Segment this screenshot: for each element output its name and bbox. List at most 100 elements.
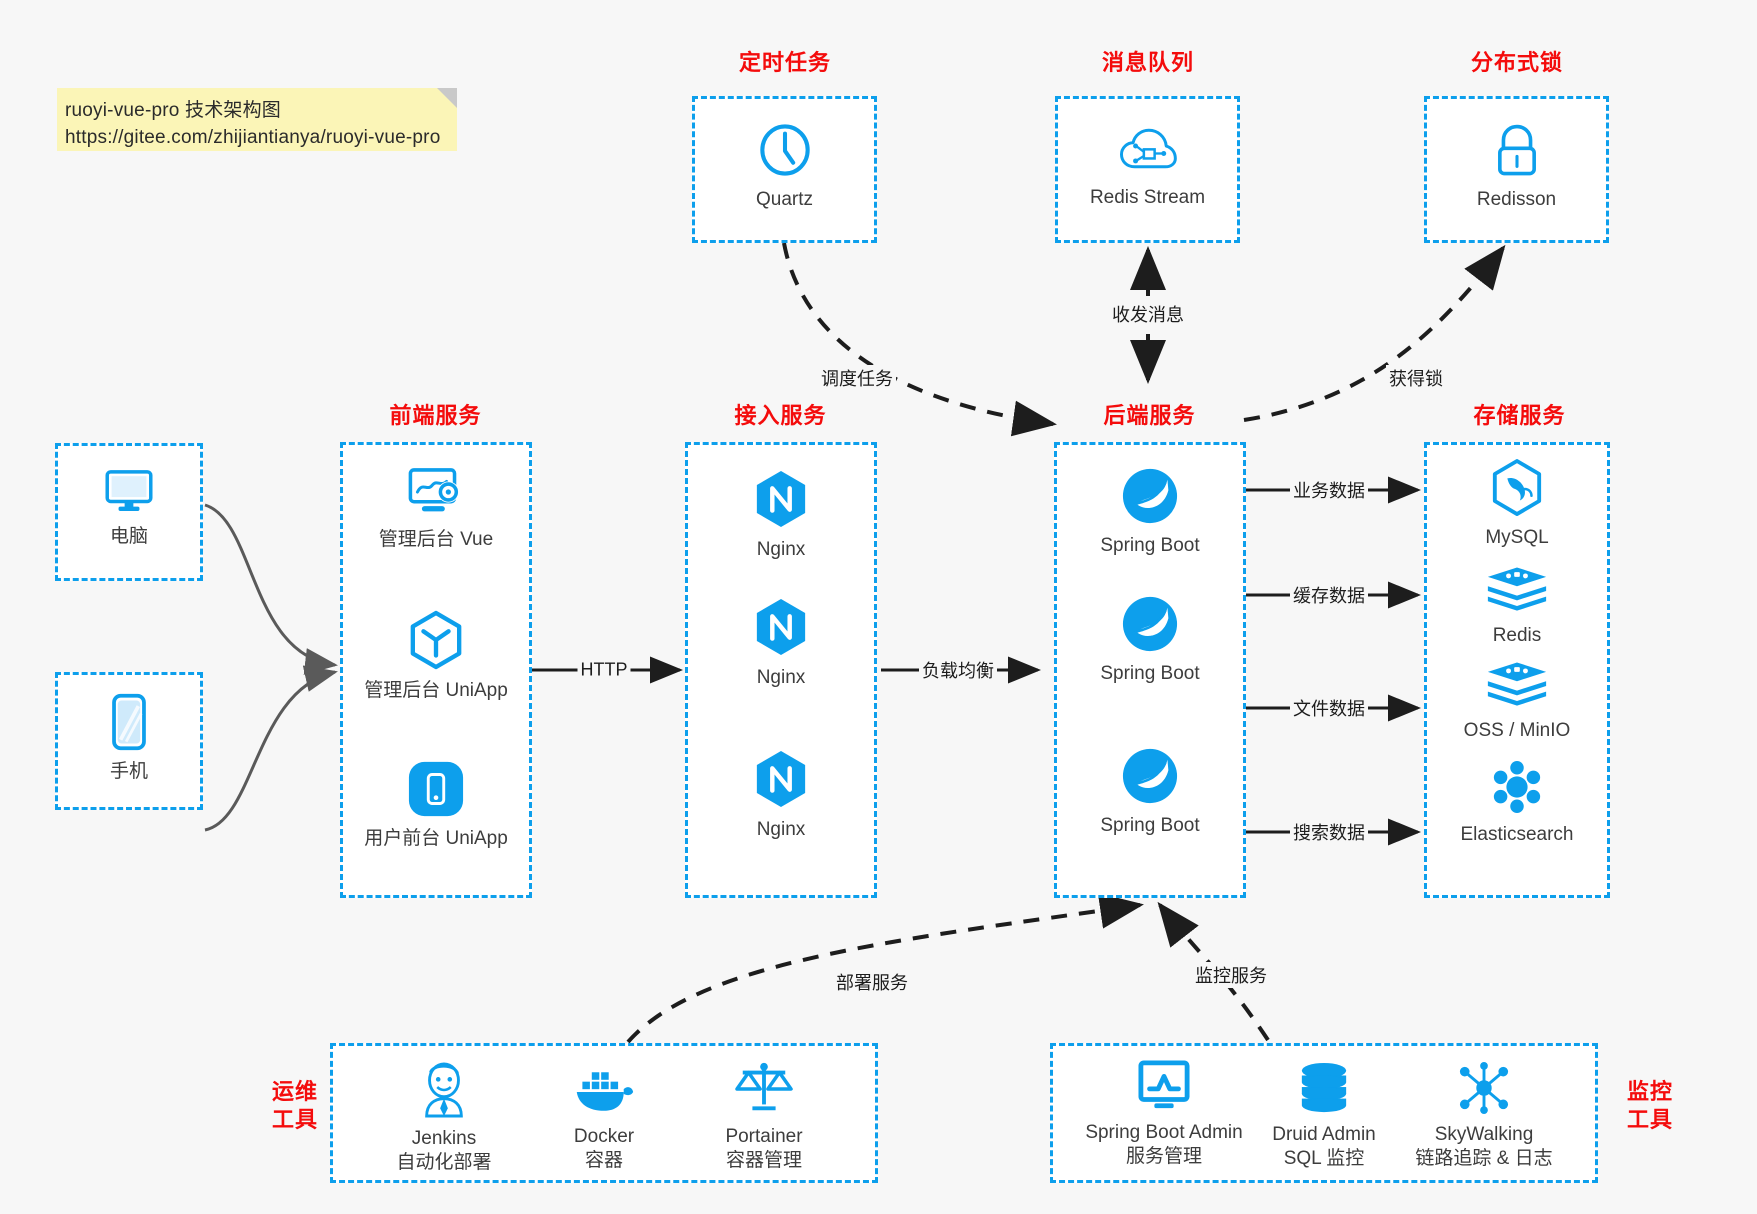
node-spring-boot-3[interactable]: Spring Boot — [1057, 747, 1243, 838]
sticky-note: ruoyi-vue-pro 技术架构图 https://gitee.com/zh… — [57, 88, 457, 151]
node-quartz[interactable]: Quartz — [695, 121, 874, 212]
client-box-desktop: 电脑 — [55, 443, 203, 581]
node-sublabel: 容器管理 — [725, 1150, 802, 1172]
monitor-chart-icon — [1136, 1060, 1192, 1112]
group-title-lock: 分布式锁 — [1470, 50, 1563, 75]
spring-leaf-icon — [1121, 595, 1179, 653]
node-sublabel: 链路追踪 & 日志 — [1415, 1148, 1553, 1170]
node-label: MySQL — [1485, 527, 1549, 548]
jenkins-butler-icon — [417, 1060, 471, 1118]
node-redis[interactable]: Redis — [1427, 565, 1607, 648]
edge-label-http: HTTP — [577, 659, 631, 681]
nginx-icon — [753, 749, 809, 809]
node-label: 管理后台 Vue — [378, 529, 494, 550]
node-portainer[interactable]: Portainer 容器管理 — [493, 1060, 1035, 1174]
nginx-icon — [753, 597, 809, 657]
node-spring-boot-2[interactable]: Spring Boot — [1057, 595, 1243, 686]
node-sublabel: 服务管理 — [1125, 1146, 1202, 1168]
padlock-icon — [1489, 123, 1545, 179]
node-mysql[interactable]: MySQL — [1427, 459, 1607, 550]
node-label: 电脑 — [109, 526, 148, 547]
group-title-frontend: 前端服务 — [389, 403, 482, 428]
group-box-monitor: Spring Boot Admin 服务管理 Druid Admin SQL 监… — [1050, 1043, 1598, 1183]
spring-leaf-icon — [1121, 747, 1179, 805]
node-redis-stream[interactable]: Redis Stream — [1058, 125, 1237, 210]
sticky-note-title: ruoyi-vue-pro 技术架构图 — [65, 100, 282, 121]
node-label: Redisson — [1476, 189, 1557, 210]
group-title-scheduler: 定时任务 — [738, 50, 831, 75]
node-jenkins[interactable]: Jenkins 自动化部署 — [173, 1060, 715, 1176]
node-label: OSS / MinIO — [1463, 720, 1571, 741]
group-title-devops: 运维 工具 — [255, 1078, 335, 1134]
node-label: Redis Stream — [1089, 187, 1206, 208]
node-docker[interactable]: Docker 容器 — [333, 1068, 875, 1174]
node-nginx-2[interactable]: Nginx — [688, 597, 874, 690]
node-nginx-3[interactable]: Nginx — [688, 749, 874, 842]
skywalking-node-icon — [1457, 1062, 1511, 1114]
node-label: Portainer — [725, 1126, 803, 1147]
node-mobile[interactable]: 手机 — [58, 693, 200, 784]
client-box-mobile: 手机 — [55, 672, 203, 810]
group-title-monitor-line1: 监控 — [1626, 1079, 1673, 1104]
node-user-uniapp[interactable]: 用户前台 UniApp — [343, 760, 529, 851]
group-title-gateway: 接入服务 — [734, 403, 827, 428]
node-label: Spring Boot — [1100, 663, 1200, 684]
node-label: Elasticsearch — [1460, 824, 1574, 845]
desktop-monitor-icon — [102, 466, 156, 516]
node-label: Nginx — [756, 539, 806, 560]
node-admin-vue[interactable]: 管理后台 Vue — [343, 465, 529, 552]
docker-whale-icon — [573, 1068, 635, 1116]
group-box-devops: Jenkins 自动化部署 Docker 容器 — [330, 1043, 878, 1183]
node-label: Nginx — [756, 667, 806, 688]
database-cylinder-icon — [1298, 1062, 1350, 1114]
edge-label-send-receive-message: 收发消息 — [1109, 301, 1187, 327]
node-label: Jenkins — [411, 1128, 477, 1149]
group-box-lock: Redisson — [1424, 96, 1609, 243]
group-title-monitor: 监控 工具 — [1610, 1078, 1690, 1134]
edge-label-file-data: 文件数据 — [1290, 695, 1368, 721]
node-elasticsearch[interactable]: Elasticsearch — [1427, 760, 1607, 847]
sticky-note-fold-icon — [437, 88, 457, 108]
node-oss-minio[interactable]: OSS / MinIO — [1427, 660, 1607, 743]
node-redisson[interactable]: Redisson — [1427, 123, 1606, 212]
node-label: Spring Boot — [1100, 815, 1200, 836]
group-box-mq: Redis Stream — [1055, 96, 1240, 243]
group-box-gateway: Nginx Nginx Nginx — [685, 442, 877, 898]
node-label: 管理后台 UniApp — [364, 680, 508, 701]
node-spring-boot-admin[interactable]: Spring Boot Admin 服务管理 — [893, 1060, 1435, 1170]
group-box-storage: MySQL Redis — [1424, 442, 1610, 898]
edge-label-monitor-service: 监控服务 — [1192, 962, 1270, 988]
edge-label-cache-data: 缓存数据 — [1290, 582, 1368, 608]
group-title-devops-line2: 工具 — [271, 1107, 318, 1133]
node-admin-uniapp[interactable]: 管理后台 UniApp — [343, 610, 529, 703]
node-sublabel: 容器 — [584, 1150, 623, 1172]
mysql-dolphin-icon — [1490, 459, 1544, 517]
elasticsearch-icon — [1489, 760, 1545, 814]
clock-icon — [756, 121, 814, 179]
node-label: Docker — [573, 1126, 635, 1147]
edge-label-search-data: 搜索数据 — [1290, 819, 1368, 845]
group-title-monitor-line2: 工具 — [1626, 1107, 1673, 1133]
node-label: Druid Admin — [1272, 1124, 1376, 1145]
node-label: Spring Boot Admin — [1085, 1122, 1243, 1143]
node-label: Quartz — [755, 189, 814, 210]
node-spring-boot-1[interactable]: Spring Boot — [1057, 467, 1243, 558]
cloud-stream-icon — [1119, 125, 1177, 177]
app-square-icon — [407, 760, 465, 818]
redis-stack-icon — [1486, 660, 1548, 710]
redis-stack-icon — [1486, 565, 1548, 615]
edge-label-load-balance: 负载均衡 — [919, 657, 997, 683]
node-skywalking[interactable]: SkyWalking 链路追踪 & 日志 — [1213, 1062, 1755, 1172]
group-title-backend: 后端服务 — [1103, 403, 1196, 428]
spring-leaf-icon — [1121, 467, 1179, 525]
node-nginx-1[interactable]: Nginx — [688, 469, 874, 562]
node-druid-admin[interactable]: Druid Admin SQL 监控 — [1053, 1062, 1595, 1172]
node-label: 手机 — [109, 761, 148, 782]
group-title-devops-line1: 运维 — [271, 1079, 318, 1104]
node-label: Redis — [1492, 625, 1542, 646]
node-desktop[interactable]: 电脑 — [58, 466, 200, 549]
scales-icon — [735, 1060, 793, 1116]
dashboard-gear-icon — [406, 465, 466, 519]
node-label: 用户前台 UniApp — [364, 828, 508, 849]
